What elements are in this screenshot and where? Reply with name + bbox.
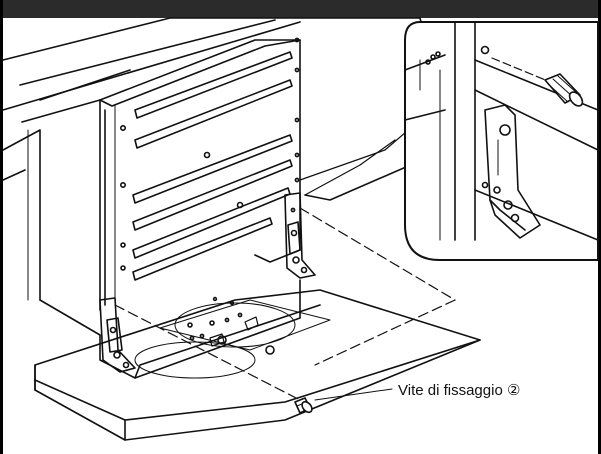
main-screw-icon [294, 397, 313, 414]
right-bracket [284, 192, 316, 279]
tv-body [2, 17, 446, 336]
top-frame-bar [0, 0, 601, 18]
callout-leader [314, 388, 393, 401]
back-panel [99, 37, 301, 306]
inset-detail [404, 21, 599, 261]
screw-callout-label: Vite di fissaggio ② [398, 382, 521, 399]
left-frame-border [0, 0, 3, 454]
left-bracket [99, 297, 136, 373]
screw-icon [491, 57, 584, 107]
alignment-lines [114, 207, 456, 401]
stand-base [34, 279, 481, 441]
right-frame-border [598, 0, 601, 454]
